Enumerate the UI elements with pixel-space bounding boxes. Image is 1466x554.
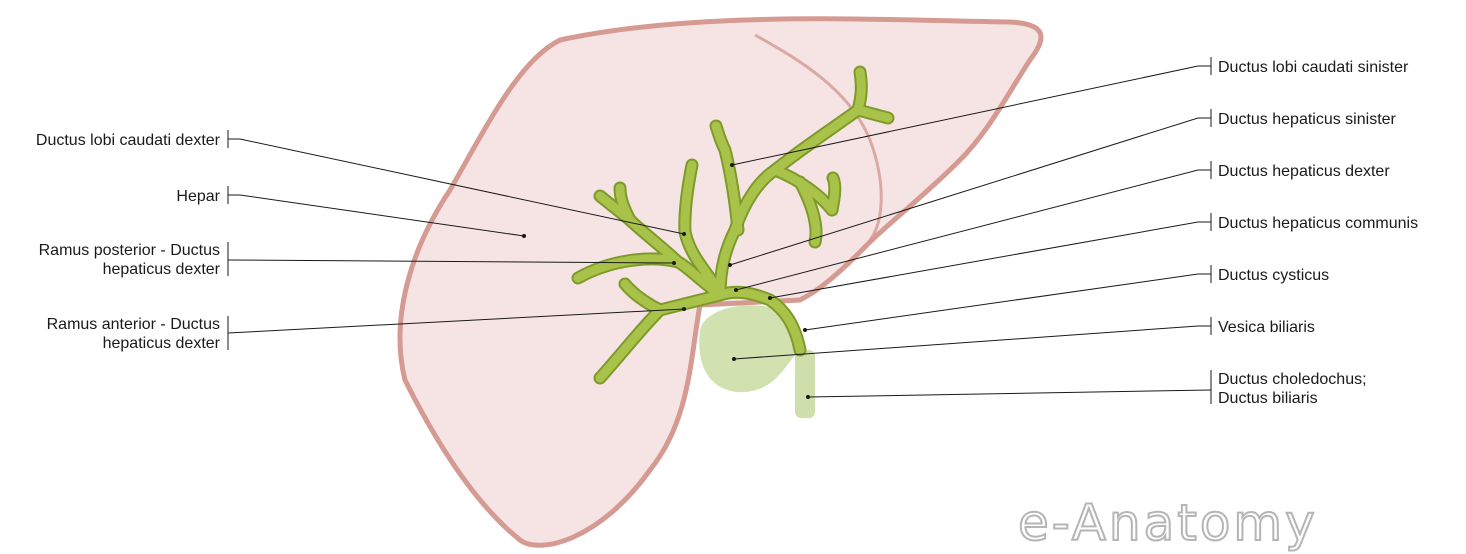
label-ductus-lobi-caudati-sinister: Ductus lobi caudati sinister xyxy=(1218,59,1409,76)
label-ramus-posterior-line1: Ramus posterior - Ductus xyxy=(39,242,220,259)
label-ramus-anterior-line2: hepaticus dexter xyxy=(103,335,221,352)
label-ductus-cysticus: Ductus cysticus xyxy=(1218,267,1329,284)
label-hepar: Hepar xyxy=(176,188,220,205)
label-ductus-hepaticus-sinister: Ductus hepaticus sinister xyxy=(1218,111,1397,128)
watermark-logo: e-Anatomy xyxy=(1018,494,1318,552)
label-ductus-hepaticus-dexter: Ductus hepaticus dexter xyxy=(1218,163,1390,180)
ductus-choledochus xyxy=(795,350,815,418)
label-ductus-choledochus-line2: Ductus biliaris xyxy=(1218,390,1318,407)
label-vesica-biliaris: Vesica biliaris xyxy=(1218,319,1315,336)
label-ductus-lobi-caudati-dexter: Ductus lobi caudati dexter xyxy=(36,132,221,149)
label-ductus-hepaticus-communis: Ductus hepaticus communis xyxy=(1218,215,1418,232)
label-ductus-choledochus-line1: Ductus choledochus; xyxy=(1218,371,1367,388)
label-ramus-anterior-line1: Ramus anterior - Ductus xyxy=(47,316,220,333)
label-ramus-posterior-line2: hepaticus dexter xyxy=(103,261,221,278)
